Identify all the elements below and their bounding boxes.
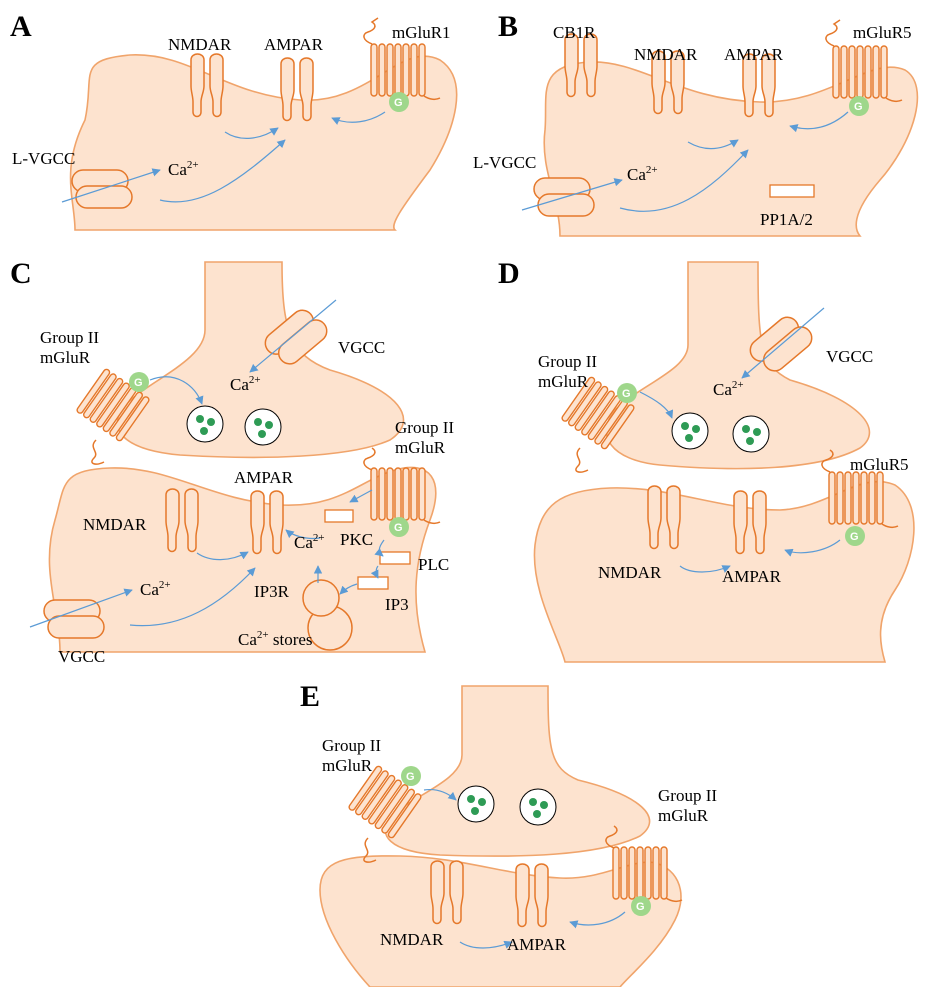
ampar-label: AMPAR <box>264 35 324 54</box>
ip3-label: IP3 <box>385 595 409 614</box>
svg-text:G: G <box>134 377 143 389</box>
mglur-label: mGluR <box>40 348 91 367</box>
panel-b: B G CB1R NMDAR AMPAR mGluR5 L-VGCC Ca2+ … <box>473 10 917 236</box>
svg-text:G: G <box>854 101 863 113</box>
ampar-label: AMPAR <box>722 567 782 586</box>
vesicle-icon <box>458 786 494 822</box>
presynaptic-terminal <box>385 686 649 856</box>
panel-a: A G NMDAR AMPAR mGluR1 L-VGCC Ca2+ <box>10 10 457 230</box>
vgcc-label: VGCC <box>826 347 873 366</box>
group-ii-label: Group II <box>395 418 454 437</box>
vesicle-icon <box>187 406 223 442</box>
panel-letter: D <box>498 257 520 290</box>
receptor-tail <box>364 18 378 44</box>
ip3r-icon <box>303 580 339 616</box>
cb1r-label: CB1R <box>553 23 596 42</box>
svg-text:G: G <box>394 522 403 534</box>
mglur-label: mGluR <box>658 806 709 825</box>
nmdar-label: NMDAR <box>634 45 698 64</box>
postsynaptic-spine <box>49 467 435 652</box>
panel-letter: E <box>300 680 320 713</box>
pkc-box <box>325 510 353 522</box>
panel-letter: C <box>10 257 32 290</box>
mglur5-label: mGluR5 <box>850 455 909 474</box>
vgcc-label: VGCC <box>338 338 385 357</box>
panel-d: D G G Group II mGluR VGCC Ca2+ mGluR5 NM… <box>498 257 914 662</box>
vesicle-icon <box>520 789 556 825</box>
group-ii-mglur-icon <box>613 847 667 899</box>
mglur5-icon <box>833 46 887 98</box>
vgcc-label: VGCC <box>58 647 105 666</box>
ampar-label: AMPAR <box>507 935 567 954</box>
pp1a2-icon <box>770 185 814 197</box>
vesicle-icon <box>733 416 769 452</box>
mglur-label: mGluR <box>395 438 446 457</box>
mglur-label: mGluR5 <box>853 23 912 42</box>
group-ii-label: Group II <box>322 736 381 755</box>
l-vgcc-label: L-VGCC <box>12 149 75 168</box>
svg-text:G: G <box>850 531 859 543</box>
ampar-label: AMPAR <box>724 45 784 64</box>
mglur-label: mGluR <box>538 372 589 391</box>
mglur5-icon <box>829 472 883 524</box>
ip3-box <box>358 577 388 589</box>
group-ii-label: Group II <box>40 328 99 347</box>
plc-label: PLC <box>418 555 449 574</box>
nmdar-label: NMDAR <box>168 35 232 54</box>
panel-letter: A <box>10 10 32 43</box>
ip3r-label: IP3R <box>254 582 290 601</box>
group-ii-label: Group II <box>658 786 717 805</box>
plc-box <box>380 552 410 564</box>
pp1a2-label: PP1A/2 <box>760 210 813 229</box>
panel-letter: B <box>498 10 518 43</box>
mglur-label: mGluR1 <box>392 23 451 42</box>
ca-stores-label: Ca2+ stores <box>238 629 313 649</box>
mglur1-icon <box>371 44 425 96</box>
panel-e: E G G Group II mGluR Group II mGluR NMDA… <box>300 680 717 987</box>
ampar-label: AMPAR <box>234 468 294 487</box>
nmdar-label: NMDAR <box>598 563 662 582</box>
svg-text:G: G <box>406 771 415 783</box>
svg-text:G: G <box>622 388 631 400</box>
vesicle-icon <box>245 409 281 445</box>
panel-c: C G G <box>10 257 454 666</box>
l-vgcc-label: L-VGCC <box>473 153 536 172</box>
nmdar-label: NMDAR <box>380 930 444 949</box>
nmdar-label: NMDAR <box>83 515 147 534</box>
pkc-label: PKC <box>340 530 373 549</box>
group-ii-mglur-icon <box>371 468 425 520</box>
mglur-label: mGluR <box>322 756 373 775</box>
group-ii-label: Group II <box>538 352 597 371</box>
svg-text:G: G <box>394 97 403 109</box>
svg-text:G: G <box>636 901 645 913</box>
vesicle-icon <box>672 413 708 449</box>
